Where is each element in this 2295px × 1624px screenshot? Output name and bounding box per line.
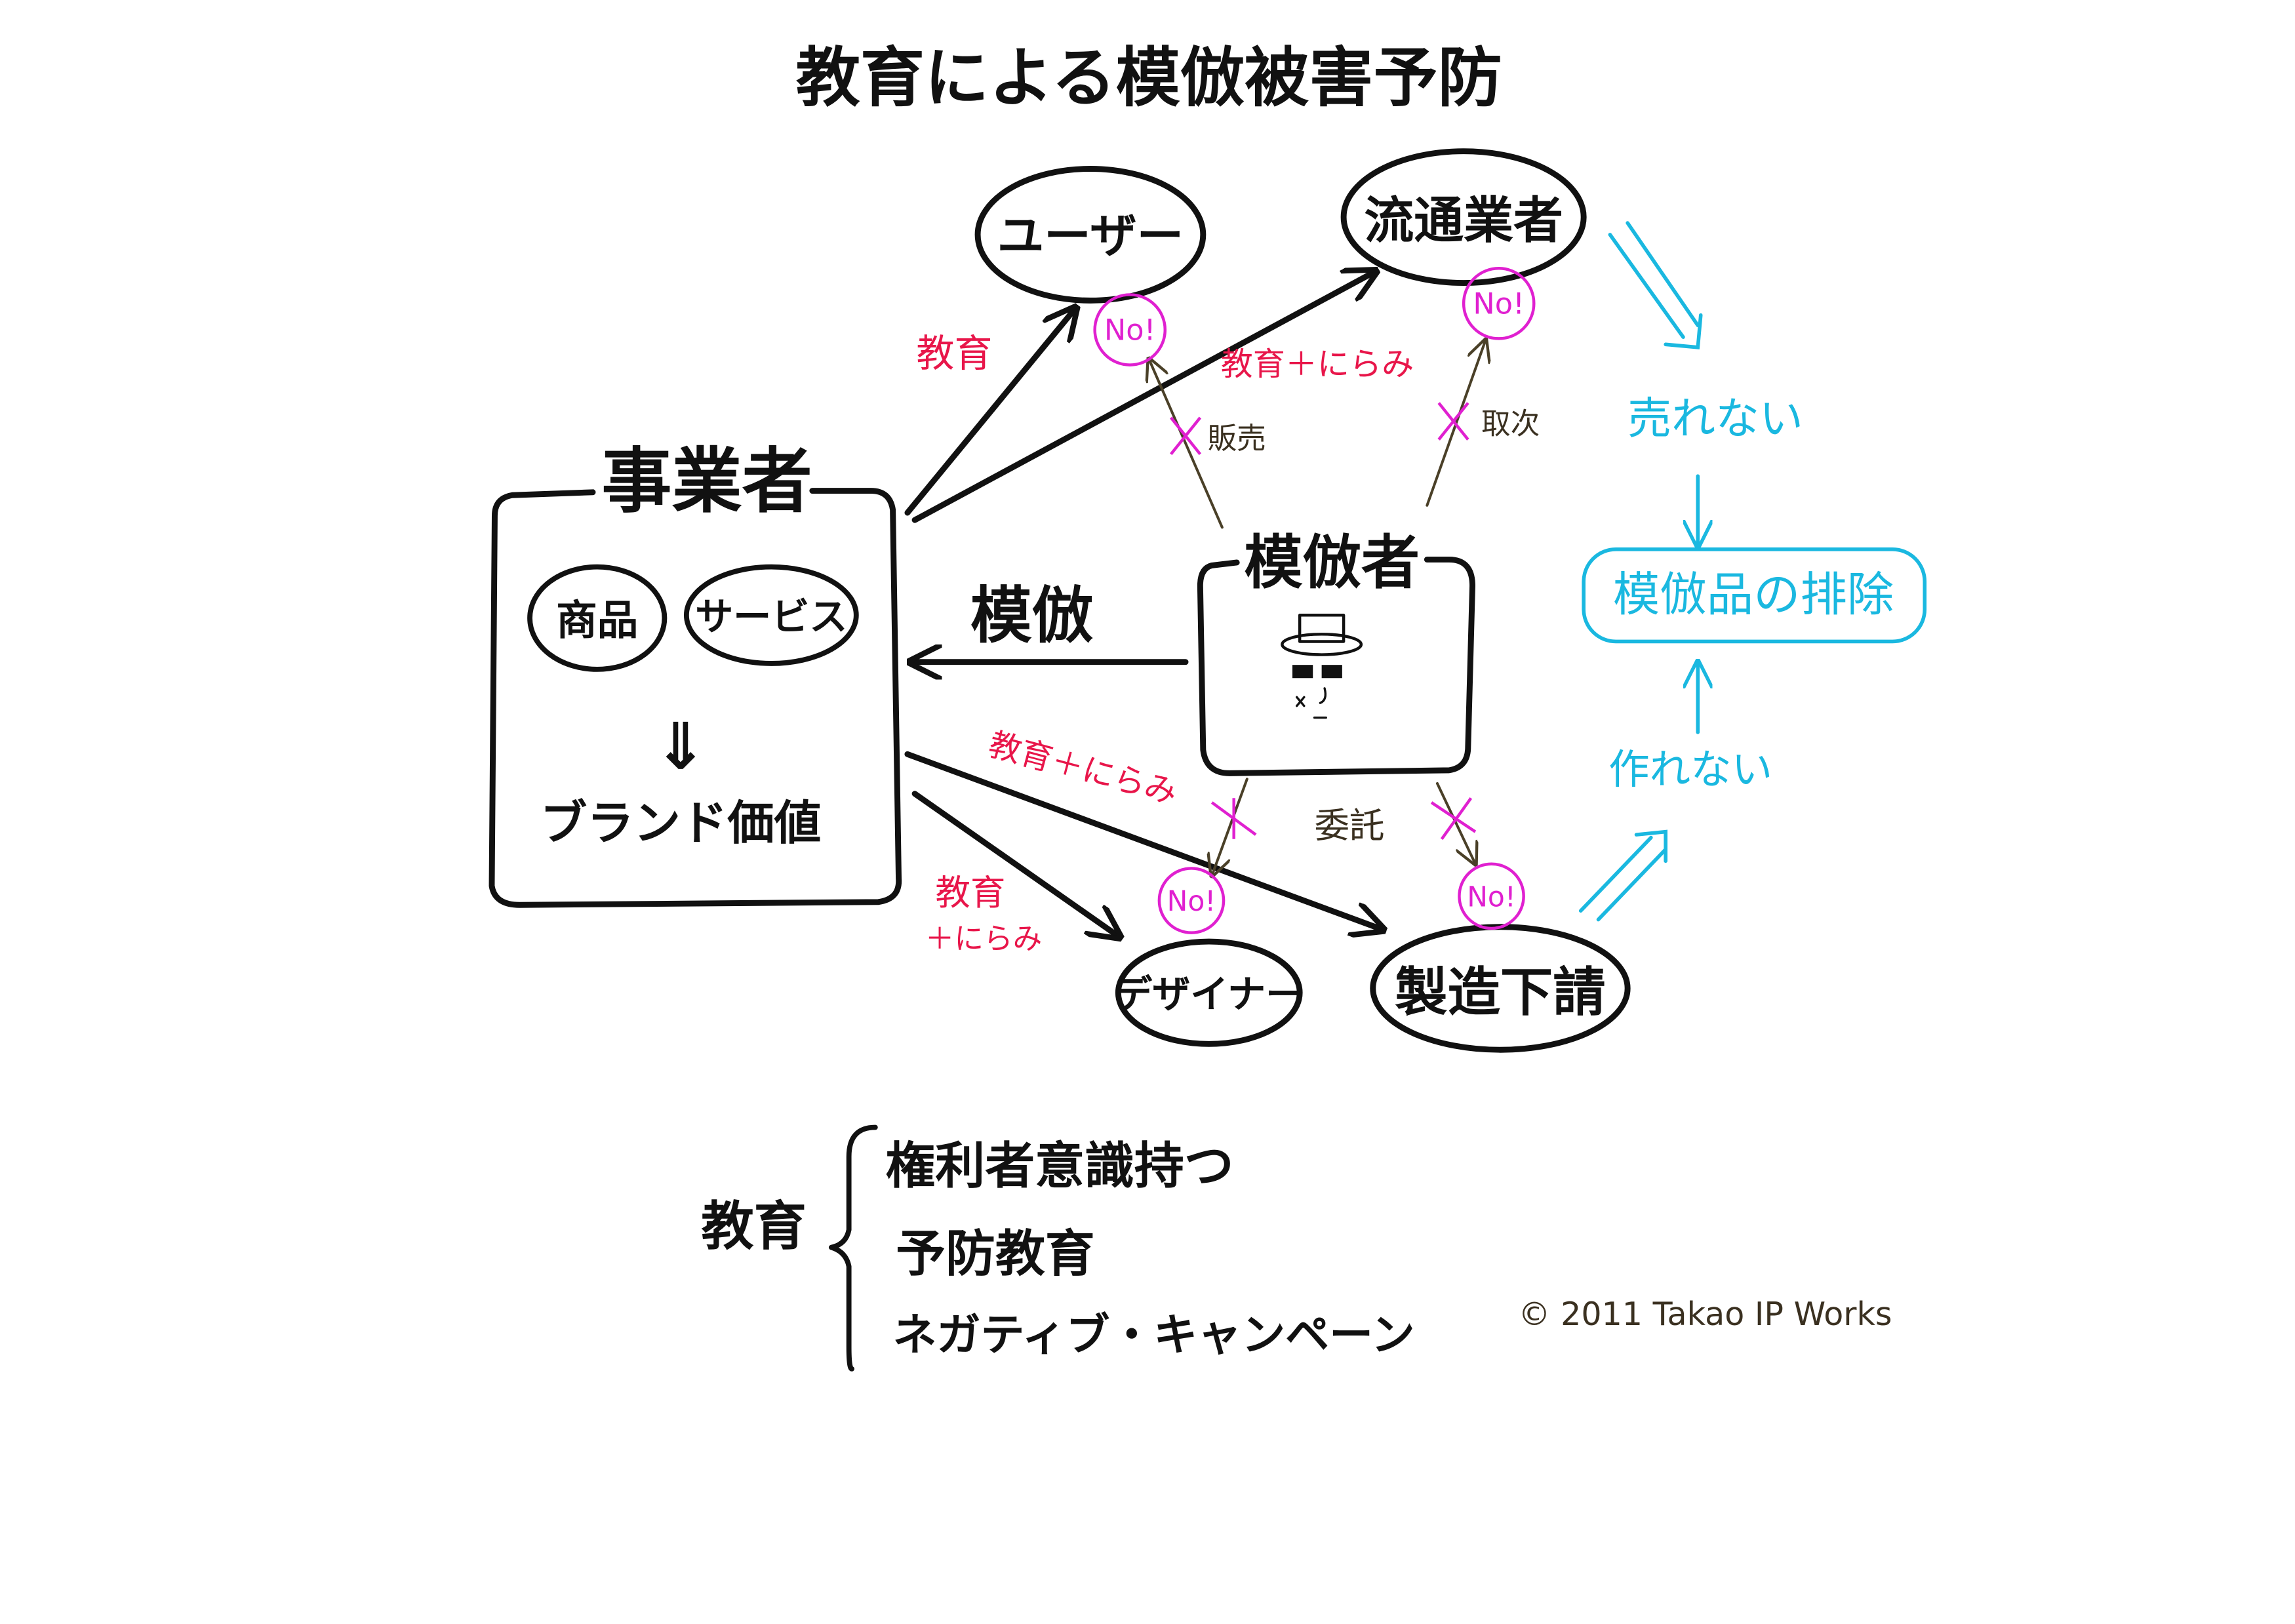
cross-mark-icon: [1169, 416, 1202, 456]
edu-user-label: 教育: [916, 331, 992, 376]
node-distributor: 流通業者: [1340, 148, 1587, 287]
double-arrow-icon: [1578, 829, 1667, 922]
svg-text:No!: No!: [1467, 881, 1516, 913]
node-subcontractor: 製造下請: [1370, 924, 1631, 1053]
no-badge-designer: No!: [1157, 867, 1226, 934]
cross-mark-icon: [1210, 798, 1257, 839]
edu-designer-label-2: ＋にらみ: [925, 922, 1043, 956]
exclusion-box: 模倣品の排除: [1582, 547, 1927, 644]
edu-distributor-label: 教育＋にらみ: [1221, 345, 1414, 383]
node-designer-label: デザイナー: [1114, 972, 1304, 1016]
exclusion-label: 模倣品の排除: [1613, 568, 1894, 622]
cannot-make-label: 作れない: [1608, 745, 1772, 793]
down-double-arrow-icon: ⇓: [654, 710, 708, 785]
no-badge-subcontractor: No!: [1458, 862, 1525, 930]
arrow-business-to-subcontractor: [904, 751, 1383, 930]
diagram-title: 教育による模倣被害予防: [796, 41, 1502, 116]
no-badge-distributor: No!: [1462, 267, 1536, 340]
arrow-business-to-designer: [911, 791, 1120, 938]
edu-designer-label: 教育: [935, 872, 1005, 913]
node-designer: デザイナー: [1114, 938, 1304, 1047]
imitation-label: 模倣: [970, 581, 1094, 652]
arrow-imitator-commission-designer: [1212, 778, 1248, 875]
brand-value-label: ブランド価値: [540, 796, 821, 850]
commission-label: 委託: [1314, 805, 1384, 846]
node-user-label: ユーザー: [997, 209, 1184, 264]
node-imitator-label: 模倣者: [1244, 529, 1420, 597]
svg-text:No!: No!: [1104, 313, 1156, 347]
arrow-business-to-user: [904, 308, 1076, 516]
cross-mark-icon: [1430, 797, 1477, 841]
node-distributor-label: 流通業者: [1364, 191, 1563, 249]
node-product-label: 商品: [556, 596, 638, 644]
node-imitator: 模倣者: [1197, 529, 1475, 776]
education-item: 権利者意識持つ: [885, 1137, 1233, 1195]
svg-text:No!: No!: [1473, 287, 1525, 321]
sales-label: 販売: [1208, 422, 1266, 456]
brokerage-label: 取次: [1481, 406, 1540, 441]
cannot-sell-label: 売れない: [1627, 393, 1803, 444]
education-item: ネガティブ・キャンペーン: [893, 1309, 1415, 1360]
arrow-imitator-sales: [1149, 359, 1224, 529]
brace-icon: [828, 1124, 878, 1372]
edu-subcontractor-label: 教育＋にらみ: [985, 725, 1182, 812]
masked-imitator-face-icon: [1281, 614, 1363, 719]
node-subcontractor-label: 製造下請: [1395, 961, 1605, 1023]
cross-mark-icon: [1437, 402, 1469, 441]
copyright-text: © 2011 Takao IP Works: [1518, 1295, 1892, 1333]
education-label: 教育: [701, 1195, 807, 1257]
node-business: 事業者 商品 サービス ⇓ ブランド価値: [489, 441, 902, 908]
node-user: ユーザー: [974, 166, 1207, 304]
double-arrow-icon: [1608, 221, 1703, 349]
svg-text:No!: No!: [1167, 886, 1216, 918]
arrow-imitator-commission-subcontractor: [1435, 782, 1475, 864]
no-badge-user: No!: [1093, 293, 1167, 366]
arrow-business-to-distributor: [911, 271, 1376, 523]
node-service-label: サービス: [695, 595, 847, 639]
node-business-label: 事業者: [601, 441, 812, 523]
education-item: 予防教育: [896, 1225, 1095, 1282]
